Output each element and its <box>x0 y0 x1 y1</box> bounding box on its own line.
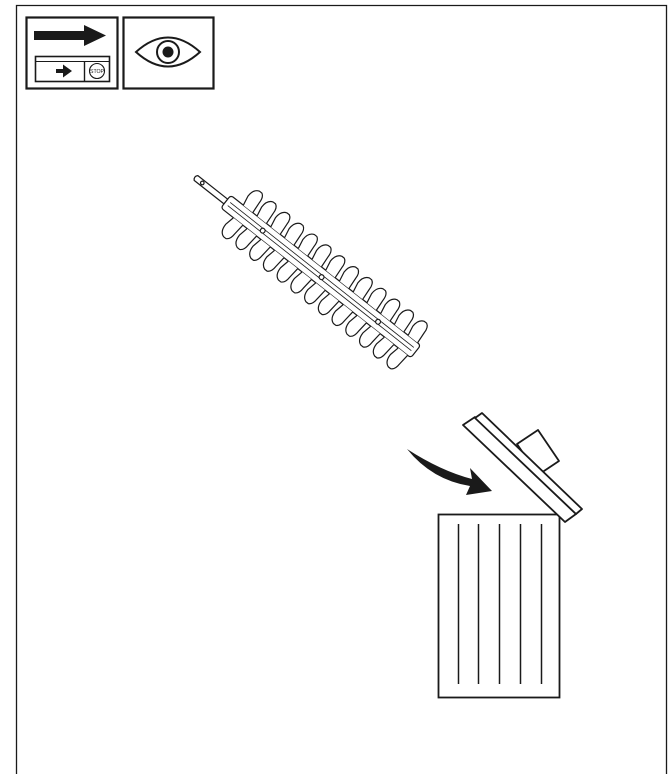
stop-label: STOP <box>90 69 105 75</box>
arrow-right-icon <box>34 25 106 46</box>
blade-tooth <box>338 266 360 289</box>
blade-tooth <box>235 228 258 251</box>
blade-tooth <box>221 217 244 240</box>
blade-tooth <box>358 325 381 348</box>
blade-tooth <box>290 271 312 294</box>
blade-tooth <box>242 190 264 213</box>
bin-lid-outer <box>462 416 577 523</box>
hedge-trimmer-blade-icon <box>193 175 428 370</box>
bin-lid-rim <box>474 412 583 515</box>
blade-rivet <box>375 318 382 325</box>
blade-tooth <box>249 238 271 261</box>
stop-icon: STOP <box>88 62 106 80</box>
blade-tooth <box>256 200 277 224</box>
blade-tooth <box>331 304 354 327</box>
blade-tooth <box>393 309 415 333</box>
blade-tooth <box>345 314 367 337</box>
switch-off-panel: STOP <box>25 16 119 90</box>
blade-tooth <box>276 260 299 283</box>
curved-arrow-icon <box>407 449 492 495</box>
bin-lid <box>462 412 583 523</box>
blade-tooth <box>407 320 428 344</box>
eye-icon <box>134 36 202 68</box>
blade-rivet <box>259 227 266 234</box>
page-border <box>15 4 668 774</box>
blade-tooth <box>386 347 409 370</box>
blade-tooth <box>352 276 373 300</box>
blade-tooth <box>372 336 395 359</box>
blade-tooth <box>380 298 401 322</box>
blade-tooth <box>262 249 285 272</box>
inspect-panel <box>122 16 215 90</box>
blade-tooth <box>304 282 326 305</box>
blade-tooth <box>284 222 305 246</box>
blade-rivet <box>318 274 325 281</box>
arrow-right-icon <box>56 64 72 78</box>
blade-tooth <box>270 211 291 235</box>
blade-tooth <box>366 287 387 311</box>
trash-bin-icon <box>437 412 583 699</box>
blade-tooth <box>297 233 318 257</box>
blade-tooth <box>317 293 340 316</box>
blade-tooth <box>325 255 346 279</box>
blade-rivet <box>199 180 205 186</box>
blade-tooth <box>311 244 332 268</box>
blade-tang <box>193 175 229 205</box>
